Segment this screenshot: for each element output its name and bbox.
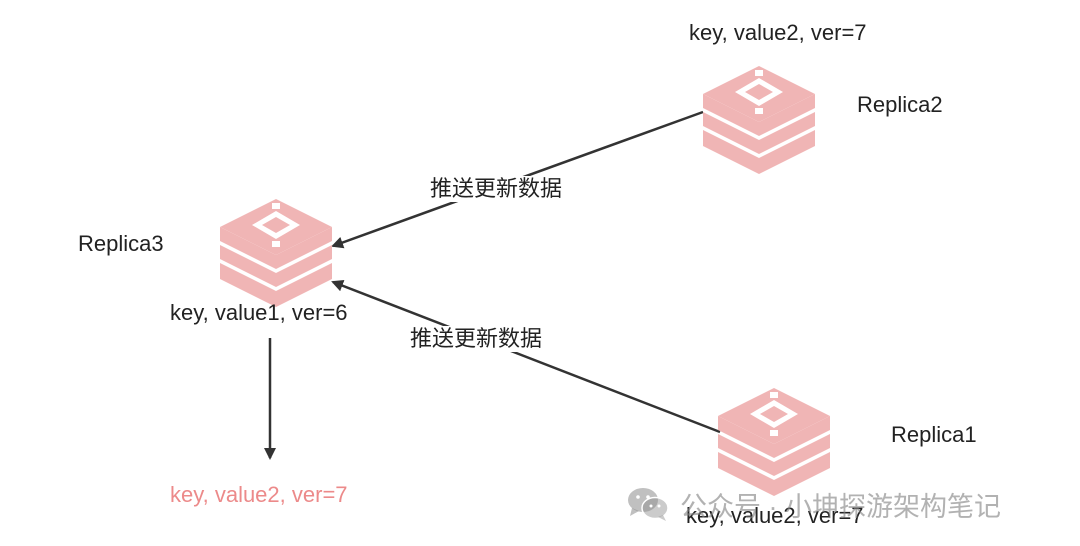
replica1-data: key, value2, ver=7 — [686, 503, 864, 528]
replica3-name: Replica3 — [78, 231, 164, 256]
replica1-redis-logo-icon — [718, 388, 830, 496]
replica2-redis-logo-icon — [703, 66, 815, 174]
replica1-name: Replica1 — [891, 422, 977, 447]
replica3-data: key, value1, ver=6 — [170, 300, 348, 325]
edge-label-replica2: 推送更新数据 — [428, 176, 565, 202]
replica2-data: key, value2, ver=7 — [689, 20, 867, 45]
watermark: 公众号 · 小坤探游架构笔记 — [626, 484, 1001, 524]
result-data: key, value2, ver=7 — [170, 482, 348, 507]
edge-replica1-to-replica3 — [331, 280, 721, 434]
edge-label-replica1: 推送更新数据 — [408, 326, 545, 352]
watermark-text: 公众号 · 小坤探游架构笔记 — [680, 491, 1001, 522]
replica3-redis-logo-icon — [220, 199, 332, 307]
wechat-icon — [628, 488, 669, 521]
replica2-name: Replica2 — [857, 92, 943, 117]
